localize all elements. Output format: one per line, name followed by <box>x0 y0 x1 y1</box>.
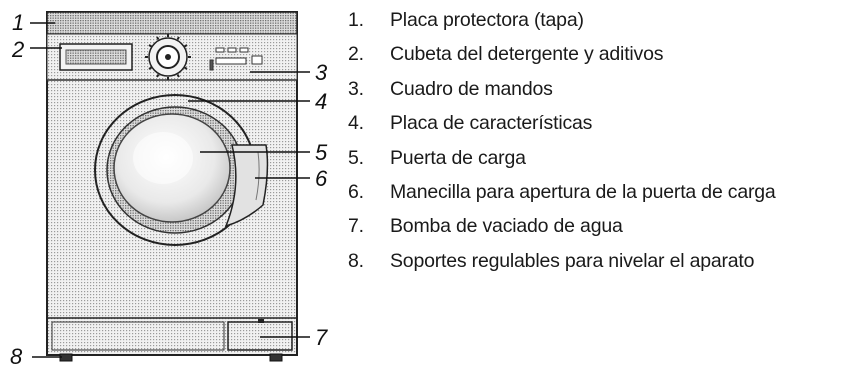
loading-door <box>94 94 256 246</box>
callout-5: 5 <box>315 140 328 165</box>
adjustable-feet <box>59 353 283 362</box>
legend-item: 5. Puerta de carga <box>348 141 776 175</box>
legend-number: 8. <box>348 249 364 272</box>
program-dial <box>145 34 191 80</box>
callout-1: 1 <box>12 10 24 35</box>
callout-8: 8 <box>10 344 23 367</box>
legend-label: Cubeta del detergente y aditivos <box>390 43 664 66</box>
legend-number: 6. <box>348 180 364 203</box>
plinth <box>47 317 297 351</box>
legend-item: 4. Placa de características <box>348 106 776 140</box>
legend-label: Placa de características <box>390 112 593 135</box>
legend-number: 3. <box>348 77 364 100</box>
legend-label: Manecilla para apertura de la puerta de … <box>390 180 776 203</box>
top-cover-plate <box>46 11 298 35</box>
callout-4: 4 <box>315 89 327 114</box>
callout-2: 2 <box>11 37 24 62</box>
legend-number: 2. <box>348 43 364 66</box>
legend-label: Soportes regulables para nivelar el apar… <box>390 249 755 272</box>
control-buttons <box>209 47 263 71</box>
legend-label: Bomba de vaciado de agua <box>390 215 623 238</box>
legend-label: Puerta de carga <box>390 146 526 169</box>
legend-item: 1. Placa protectora (tapa) <box>348 3 776 37</box>
callout-3: 3 <box>315 60 328 85</box>
leader-lines <box>30 22 310 358</box>
detergent-drawer <box>59 43 133 71</box>
legend-label: Placa protectora (tapa) <box>390 9 584 31</box>
legend-number: 7. <box>348 215 364 238</box>
legend-item: 2. Cubeta del detergente y aditivos <box>348 37 776 71</box>
drain-pump-cover <box>227 319 293 351</box>
legend-number: 5. <box>348 146 364 169</box>
legend-item: 7. Bomba de vaciado de agua <box>348 209 776 243</box>
legend-item: 8. Soportes regulables para nivelar el ap… <box>348 244 776 278</box>
legend-label: Cuadro de mandos <box>390 77 553 100</box>
legend-number: 1. <box>348 9 364 31</box>
callout-numbers: 1 2 3 4 5 6 7 8 <box>10 10 328 367</box>
legend-item: 6. Manecilla para apertura de la puerta d… <box>348 175 776 209</box>
callout-6: 6 <box>315 166 328 191</box>
parts-legend: 1. Placa protectora (tapa) 2. Cubeta del d… <box>348 3 776 278</box>
legend-number: 4. <box>348 112 364 135</box>
callout-7: 7 <box>315 325 328 350</box>
legend-item: 3. Cuadro de mandos <box>348 72 776 106</box>
